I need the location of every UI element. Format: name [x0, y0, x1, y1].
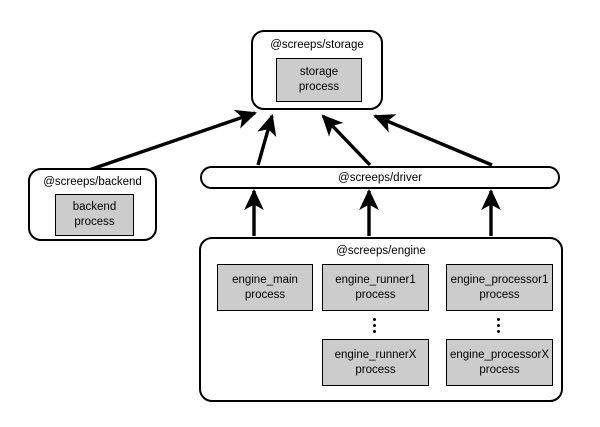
process-engine-processorx[interactable]: engine_processorX process [446, 339, 553, 386]
edge-driver-mid-to-storage [321, 114, 372, 167]
edge-driver-left-to-storage [256, 114, 277, 166]
process-engine-runnerx-line1: engine_runnerX [334, 348, 417, 361]
process-engine-runner1[interactable]: engine_runner1 process [322, 264, 429, 311]
process-engine-runner1-line2: process [355, 288, 396, 301]
package-storage-title: @screeps/storage [270, 39, 364, 51]
process-engine-runnerx[interactable]: engine_runnerX process [322, 339, 429, 386]
package-backend[interactable]: @screeps/backend backend process [28, 168, 157, 241]
process-engine-main-line2: process [244, 288, 286, 301]
package-backend-title: @screeps/backend [43, 176, 142, 188]
ellipsis-dot [496, 318, 500, 321]
ellipsis-processor-column [496, 318, 500, 333]
package-driver[interactable]: @screeps/driver [200, 166, 560, 189]
process-storage-line2: process [298, 81, 340, 93]
ellipsis-dot [496, 324, 500, 327]
package-engine-title: @screeps/engine [336, 245, 426, 257]
process-backend-line2: process [74, 216, 115, 228]
process-storage[interactable]: storage process [276, 58, 362, 102]
process-engine-processor1[interactable]: engine_processor1 process [446, 264, 553, 311]
process-engine-processor1-line2: process [479, 288, 520, 301]
ellipsis-runner-column [372, 318, 376, 333]
process-engine-processorx-line2: process [479, 363, 520, 376]
process-backend[interactable]: backend process [55, 194, 134, 236]
process-engine-runnerx-line2: process [355, 363, 396, 376]
process-storage-line1: storage [299, 66, 339, 78]
process-engine-processorx-line1: engine_processorX [449, 348, 550, 361]
edge-driver-right-to-storage [373, 114, 493, 167]
ellipsis-dot [496, 330, 500, 333]
package-engine[interactable]: @screeps/engine engine_main process engi… [199, 237, 563, 402]
ellipsis-dot [372, 330, 376, 333]
edge-backend-to-storage [88, 109, 257, 172]
ellipsis-dot [372, 318, 376, 321]
process-backend-line1: backend [72, 201, 117, 213]
process-engine-main[interactable]: engine_main process [217, 264, 313, 311]
ellipsis-dot [372, 324, 376, 327]
process-engine-runner1-line1: engine_runner1 [335, 273, 416, 286]
package-storage[interactable]: @screeps/storage storage process [251, 30, 383, 110]
package-driver-title: @screeps/driver [338, 171, 422, 184]
process-engine-processor1-line1: engine_processor1 [450, 273, 549, 286]
process-engine-main-line1: engine_main [232, 273, 298, 286]
